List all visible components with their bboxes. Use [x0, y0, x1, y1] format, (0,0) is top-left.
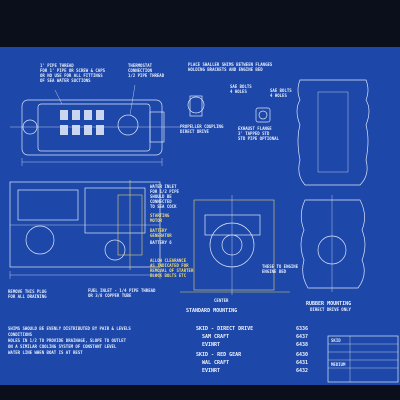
svg-text:STARTING: STARTING — [150, 213, 170, 218]
engine-side-view — [9, 180, 161, 279]
engine-end-view-top: SAE BOLTS 4 HOLES — [270, 79, 370, 186]
label-water-inlet: WATER INLET FOR 1/2 PIPE SHOULD BE CONNE… — [150, 184, 179, 209]
svg-text:OR 3/8 COPPER TUBE: OR 3/8 COPPER TUBE — [88, 293, 132, 298]
svg-text:ALLOW CLEARANCE: ALLOW CLEARANCE — [150, 258, 187, 263]
spec-table: SKID - DIRECT DRIVE 6336 SAM CRAFT 6437 … — [196, 326, 308, 374]
spec-row: SAM CRAFT — [202, 334, 229, 340]
svg-text:FOR 1' PIPE OR SCREW & CAPS: FOR 1' PIPE OR SCREW & CAPS — [40, 68, 106, 73]
svg-text:CONNECTED: CONNECTED — [150, 199, 172, 204]
spec-value: 6438 — [296, 342, 308, 348]
spec-value: 6432 — [296, 368, 308, 374]
spec-row: SKID - DIRECT DRIVE — [196, 326, 253, 332]
spec-value: 6336 — [296, 326, 308, 332]
svg-text:DIRECT DRIVE ONLY: DIRECT DRIVE ONLY — [310, 307, 352, 312]
svg-text:STANDARD MOUNTING: STANDARD MOUNTING — [186, 308, 237, 314]
svg-text:PROPELLER COUPLING: PROPELLER COUPLING — [180, 124, 224, 129]
svg-text:RUBBER MOUNTING: RUBBER MOUNTING — [306, 301, 351, 307]
svg-text:BLOCK BOLTS ETC: BLOCK BOLTS ETC — [150, 273, 187, 278]
svg-text:CONNECTION: CONNECTION — [128, 68, 153, 73]
svg-text:ON A SIMILAR COOLING SYSTEM OF: ON A SIMILAR COOLING SYSTEM OF CONSTANT … — [8, 344, 117, 349]
svg-text:4 HOLES: 4 HOLES — [270, 93, 287, 98]
svg-text:CENTER: CENTER — [214, 298, 229, 303]
svg-text:ENGINE BED: ENGINE BED — [262, 269, 287, 274]
svg-text:FOR 1/2 PIPE: FOR 1/2 PIPE — [150, 189, 179, 194]
svg-text:3' TAPPED STD: 3' TAPPED STD — [238, 131, 270, 136]
spec-row: EVINRT — [202, 368, 220, 374]
svg-text:DIRECT DRIVE: DIRECT DRIVE — [180, 129, 209, 134]
svg-text:OR NO USE FOR ALL FITTINGS: OR NO USE FOR ALL FITTINGS — [40, 73, 103, 78]
svg-text:STD PIPE OPTIONAL: STD PIPE OPTIONAL — [238, 136, 280, 141]
svg-text:HOLES IN 1/2 TO PROVIDE DRAINA: HOLES IN 1/2 TO PROVIDE DRAINAGE, SLOPE … — [8, 338, 127, 343]
svg-text:OF SEA WATER SUCTIONS: OF SEA WATER SUCTIONS — [40, 78, 91, 83]
svg-text:TO SEA COCK: TO SEA COCK — [150, 204, 177, 209]
label-drain-plug: REMOVE THIS PLUG FOR ALL DRAINING — [8, 289, 47, 299]
svg-text:FOR ALL DRAINING: FOR ALL DRAINING — [8, 294, 47, 299]
svg-text:SAE BOLTS: SAE BOLTS — [270, 88, 292, 93]
svg-text:WATER INLET: WATER INLET — [150, 184, 177, 189]
svg-text:CONDITIONS: CONDITIONS — [8, 332, 33, 337]
svg-text:THERMOSTAT: THERMOSTAT — [128, 63, 153, 68]
svg-text:SAE BOLTS: SAE BOLTS — [230, 84, 252, 89]
exhaust-flange-view: SAE BOLTS 4 HOLES EXHAUST FLANGE 3' TAPP… — [230, 84, 280, 141]
svg-text:REMOVE THIS PLUG: REMOVE THIS PLUG — [8, 289, 47, 294]
svg-text:THESE TO ENGINE: THESE TO ENGINE — [262, 264, 299, 269]
spec-value: 6430 — [296, 352, 308, 358]
svg-text:FUEL INLET - 1/4 PIPE THREAD: FUEL INLET - 1/4 PIPE THREAD — [88, 288, 156, 293]
svg-text:REMOVAL OF STARTER: REMOVAL OF STARTER — [150, 268, 194, 273]
spec-row: WAL CRAFT — [202, 360, 229, 366]
propeller-coupling-view: PROPELLER COUPLING DIRECT DRIVE — [180, 95, 224, 134]
svg-text:4 HOLES: 4 HOLES — [230, 89, 247, 94]
svg-text:MEDIUM: MEDIUM — [331, 362, 346, 367]
note-thermostat: THERMOSTAT CONNECTION 1/2 PIPE THREAD — [128, 63, 165, 78]
rubber-mounting-view: RUBBER MOUNTING DIRECT DRIVE ONLY — [300, 195, 366, 312]
spec-row: EVINRT — [202, 342, 220, 348]
svg-text:PLACE SHALLER SHIMS BETWEEN FL: PLACE SHALLER SHIMS BETWEEN FLANGES — [188, 62, 273, 67]
svg-text:EXHAUST FLANGE: EXHAUST FLANGE — [238, 126, 272, 131]
svg-text:SKID: SKID — [331, 338, 341, 343]
blueprint-paper — [0, 47, 400, 385]
svg-text:SHIMS SHOULD BE EVENLY DISTRIB: SHIMS SHOULD BE EVENLY DISTRIBUTED BY PA… — [8, 326, 131, 331]
svg-text:GENERATOR: GENERATOR — [150, 233, 172, 238]
label-clearance: ALLOW CLEARANCE AS INDICATED FOR REMOVAL… — [150, 258, 194, 278]
label-fuel: FUEL INLET - 1/4 PIPE THREAD OR 3/8 COPP… — [88, 288, 156, 298]
svg-text:1/2 PIPE THREAD: 1/2 PIPE THREAD — [128, 73, 165, 78]
svg-text:SHOULD BE: SHOULD BE — [150, 194, 172, 199]
svg-text:MOTOR: MOTOR — [150, 218, 163, 223]
label-starter: STARTING MOTOR — [150, 213, 170, 223]
footnotes: SHIMS SHOULD BE EVENLY DISTRIBUTED BY PA… — [8, 326, 131, 355]
svg-text:1' PIPE THREAD: 1' PIPE THREAD — [40, 63, 74, 68]
spec-value: 6431 — [296, 360, 308, 366]
note-top-right: PLACE SHALLER SHIMS BETWEEN FLANGES HOLD… — [188, 62, 273, 72]
engine-top-view — [10, 99, 180, 166]
svg-text:BATTERY 6: BATTERY 6 — [150, 240, 172, 245]
label-battery: BATTERY GENERATOR BATTERY 6 — [150, 228, 172, 245]
svg-text:WATER LINE WHEN BOAT IS AT RES: WATER LINE WHEN BOAT IS AT REST — [8, 350, 83, 355]
spec-row: SKID - RED GEAR — [196, 352, 242, 358]
standard-mounting-view: CENTER STANDARD MOUNTING THESE TO ENGINE… — [180, 195, 299, 314]
note-top-left: 1' PIPE THREAD FOR 1' PIPE OR SCREW & CA… — [40, 63, 106, 83]
spec-value: 6437 — [296, 334, 308, 340]
title-block: SKID MEDIUM — [327, 335, 399, 383]
svg-text:AS INDICATED FOR: AS INDICATED FOR — [150, 263, 189, 268]
svg-text:HOLDING BRACKETS AND ENGINE BE: HOLDING BRACKETS AND ENGINE BED — [188, 67, 263, 72]
svg-text:BATTERY: BATTERY — [150, 228, 167, 233]
